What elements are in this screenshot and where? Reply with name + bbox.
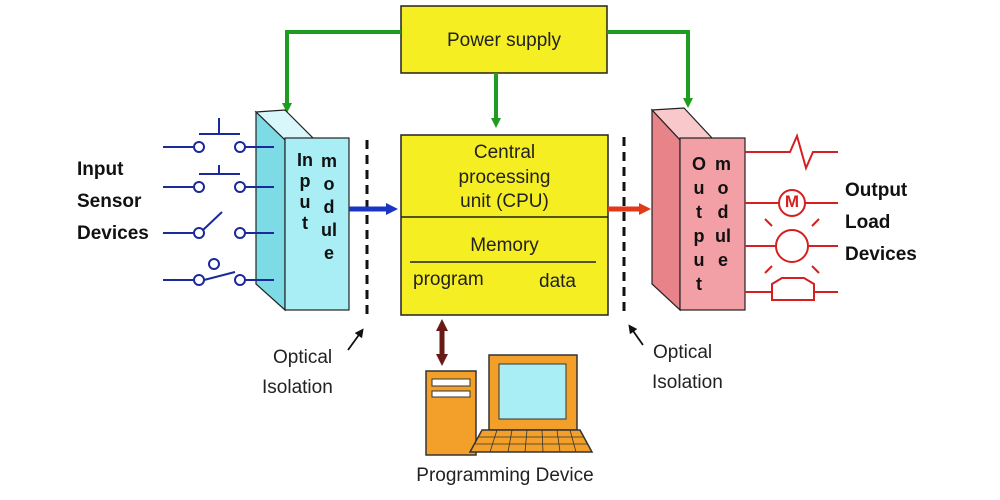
- switch-limit-closed: [163, 258, 274, 286]
- output-devices-line1: Output: [845, 180, 908, 201]
- optical-right-pointer: [628, 324, 644, 346]
- optical-right-line2: Isolation: [652, 372, 723, 393]
- input-devices-line3: Devices: [77, 223, 149, 244]
- power-supply-box: [400, 5, 608, 74]
- memory-data-label: data: [539, 271, 576, 292]
- lamp-load: [745, 218, 838, 274]
- motor-symbol: M: [784, 192, 800, 211]
- optical-left-pointer: [347, 328, 364, 351]
- power-to-input-arrow: [282, 30, 401, 113]
- input-devices-line2: Sensor: [77, 191, 142, 212]
- horn-load: [745, 277, 838, 301]
- input-module-front: [284, 137, 350, 311]
- switch-pushbutton-no: [163, 118, 274, 153]
- memory-program-label: program: [413, 269, 484, 290]
- output-devices-line2: Load: [845, 212, 891, 233]
- motor-load: [745, 189, 838, 217]
- programming-device-label: Programming Device: [416, 465, 594, 486]
- cpu-box: [400, 134, 609, 316]
- optical-left-line1: Optical: [273, 347, 333, 368]
- switch-toggle-open: [163, 211, 274, 239]
- cpu-label-line1: Central: [473, 142, 536, 163]
- output-module-word-module: module: [715, 154, 732, 270]
- power-arrows: [282, 30, 693, 128]
- output-module-word-output: Output: [691, 154, 706, 294]
- power-to-output-arrow: [607, 30, 693, 108]
- optical-right-line1: Optical: [653, 342, 713, 363]
- output-module-block: [650, 107, 746, 312]
- output-devices-line3: Devices: [845, 244, 917, 265]
- monitor-screen: [498, 363, 567, 420]
- programming-device-computer: [425, 354, 594, 456]
- input-switches: [163, 118, 274, 286]
- power-supply-label: Power supply: [446, 30, 562, 51]
- cpu-label-line2: processing: [458, 167, 551, 188]
- output-module-side: [651, 108, 681, 312]
- output-module-front: [679, 137, 746, 311]
- output-loads: [745, 133, 838, 301]
- computer-keyboard: [468, 429, 594, 453]
- memory-label: Memory: [470, 235, 539, 256]
- cpu-label-line3: unit (CPU): [460, 191, 549, 212]
- input-module-word-input: Input: [297, 150, 313, 233]
- input-devices-line1: Input: [77, 159, 124, 180]
- switch-pushbutton-2: [163, 165, 274, 193]
- optical-left-line2: Isolation: [262, 377, 333, 398]
- heater-load: [745, 133, 838, 171]
- input-module-word-module: module: [321, 151, 338, 263]
- input-module-block: [254, 109, 350, 312]
